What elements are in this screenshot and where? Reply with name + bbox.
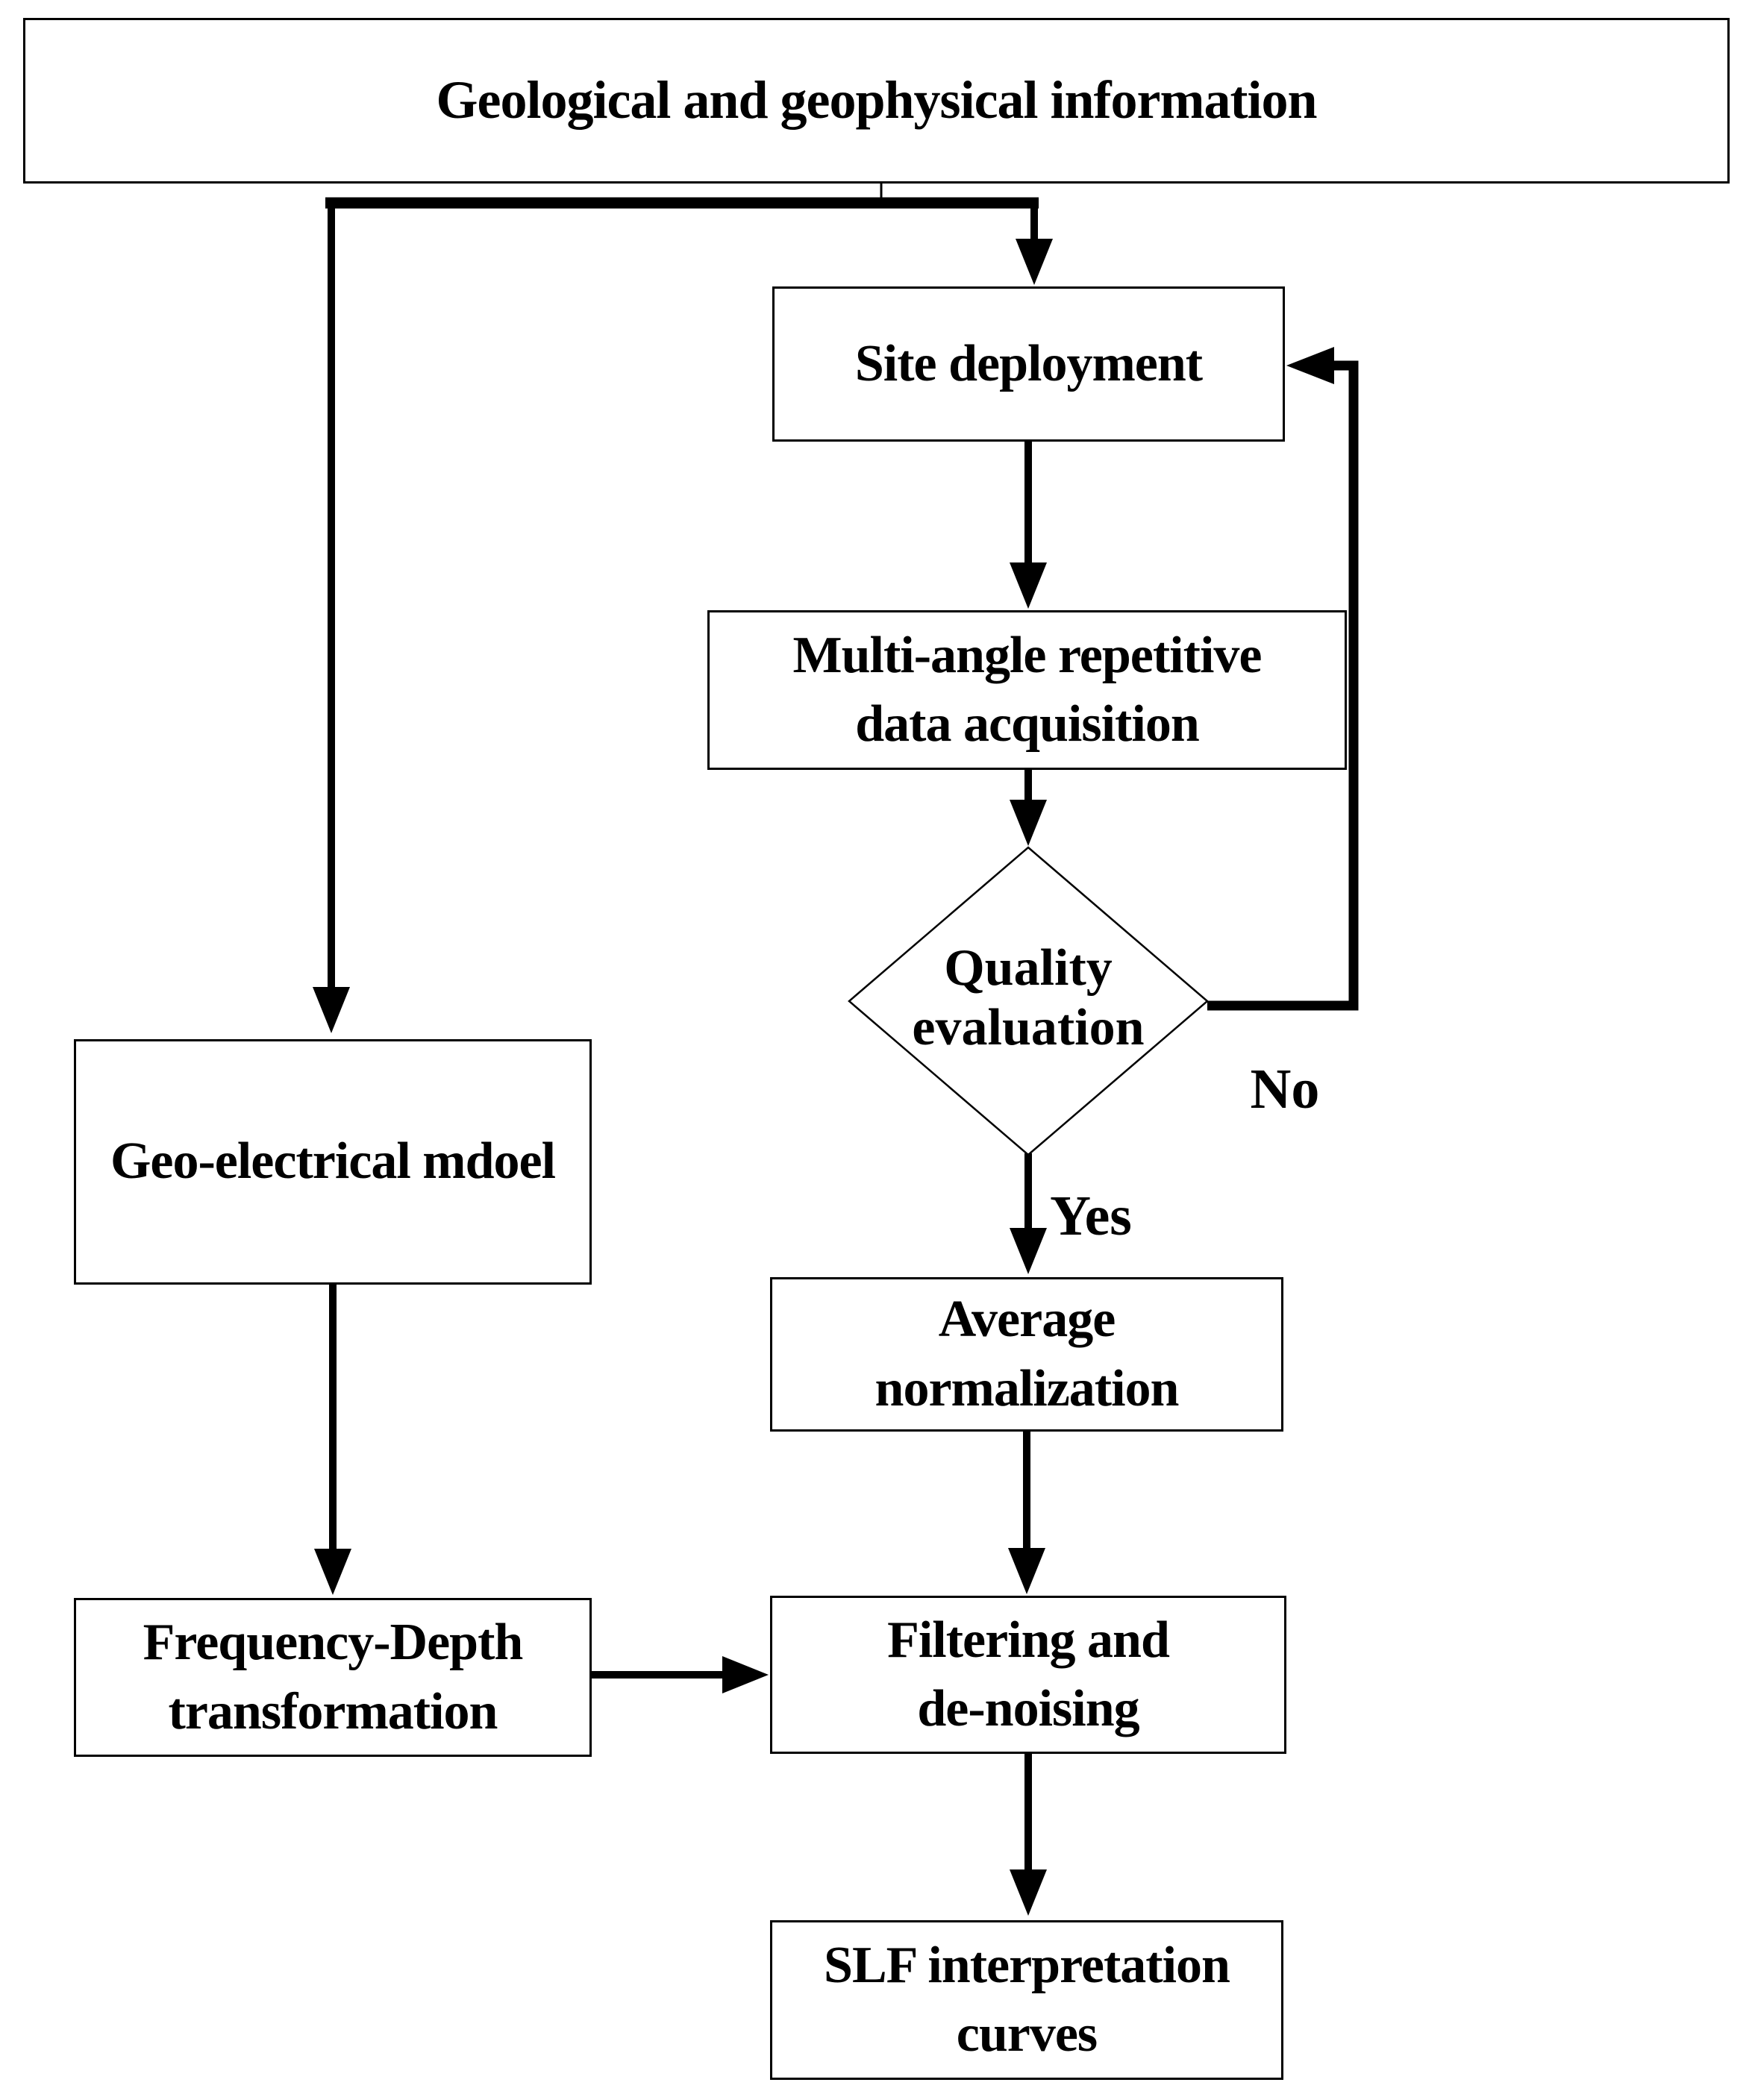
node-filtering-denoising: Filtering and de-noising <box>770 1596 1286 1754</box>
arrowhead-multi-angle-to-quality <box>1010 800 1047 846</box>
edge-no-feedback-loop <box>1207 360 1359 1011</box>
edge-label-yes: Yes <box>1050 1184 1132 1247</box>
edge-label-no: No <box>1250 1057 1320 1120</box>
arrowhead-frequency-depth-to-filtering <box>722 1656 769 1693</box>
arrowhead-average-to-filtering <box>1008 1548 1045 1594</box>
node-average-normalization: Average normalization <box>770 1277 1283 1432</box>
node-geological-geophysical-information: Geological and geophysical information <box>23 18 1730 184</box>
arrowhead-site-to-multi-angle <box>1010 562 1047 609</box>
arrowhead-to-geo-electrical <box>313 987 350 1033</box>
node-slf-interpretation-curves: SLF interpretation curves <box>770 1920 1283 2080</box>
node-site-deployment: Site deployment <box>772 286 1285 442</box>
node-multi-angle-acquisition: Multi-angle repetitive data acquisition <box>707 610 1347 770</box>
node-quality-evaluation-label: Quality evaluation <box>912 939 1145 1056</box>
arrowhead-geo-to-frequency-depth <box>314 1549 351 1595</box>
arrowhead-filtering-to-slf <box>1010 1869 1047 1916</box>
arrowhead-yes-to-average <box>1010 1228 1047 1274</box>
node-geo-electrical-model: Geo-electrical mdoel <box>74 1039 592 1285</box>
node-frequency-depth-transformation: Frequency-Depth transformation <box>74 1598 592 1757</box>
arrowhead-to-site-deployment <box>1016 239 1053 285</box>
arrowhead-no-feedback-loop <box>1286 347 1334 384</box>
